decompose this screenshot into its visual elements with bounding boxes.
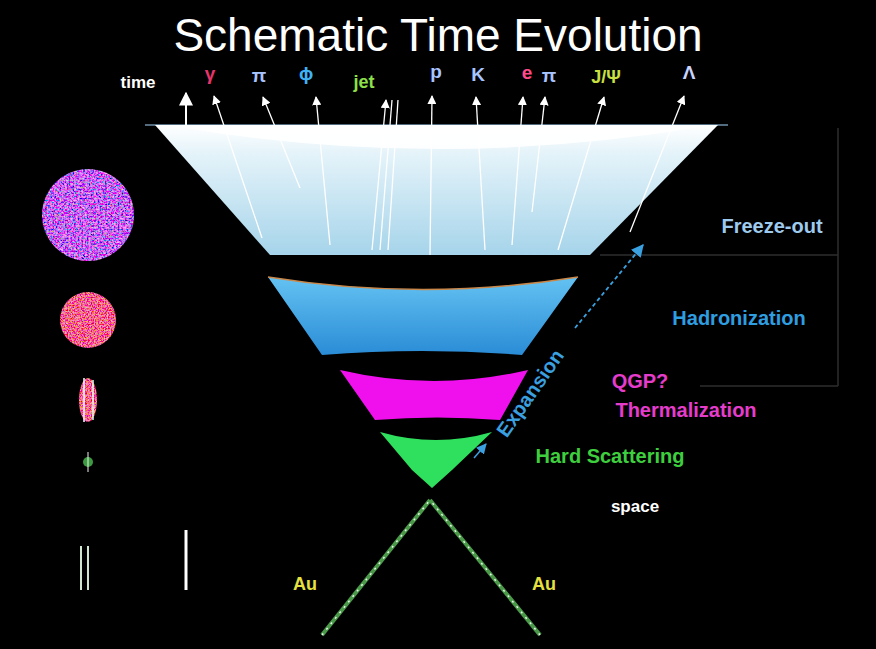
- particle-label: K: [471, 65, 485, 86]
- au-beams: [322, 500, 540, 635]
- particle-label: γ: [205, 64, 216, 85]
- collision-snapshots: [42, 169, 186, 590]
- particle-label: Λ: [683, 63, 696, 84]
- qgp-band: [340, 370, 528, 420]
- particle-label: π: [542, 66, 557, 87]
- stage-label: QGP?: [612, 370, 669, 392]
- stage-label: Hadronization: [672, 307, 805, 329]
- particle-label: ϕ: [299, 64, 313, 85]
- particle-label: π: [252, 66, 267, 87]
- freeze-out-highlight: [172, 126, 706, 149]
- hadronization-band: [268, 277, 578, 355]
- hadronization-rim: [268, 277, 578, 290]
- nucleus-label: Au: [532, 575, 556, 595]
- nucleus-label: Au: [293, 575, 317, 595]
- stage-label: Thermalization: [615, 399, 756, 421]
- expansion-arrow-dashed: [575, 245, 643, 328]
- particle-tracks: [186, 93, 684, 255]
- expansion-label: Expansion: [492, 345, 568, 440]
- expansion-arrow: [474, 444, 486, 458]
- particle-label: e: [522, 63, 533, 84]
- axis-label: space: [611, 498, 659, 517]
- particle-label: jet: [353, 73, 374, 93]
- stage-label: Freeze-out: [721, 215, 822, 237]
- freeze-out-band: [155, 125, 718, 255]
- particle-label: J/Ψ: [591, 68, 621, 88]
- axis-label: time: [121, 74, 156, 93]
- title: Schematic Time Evolution: [173, 10, 702, 61]
- stage-label: Hard Scattering: [536, 445, 685, 467]
- particle-label: p: [430, 62, 442, 83]
- hard-scattering-band: [380, 432, 492, 488]
